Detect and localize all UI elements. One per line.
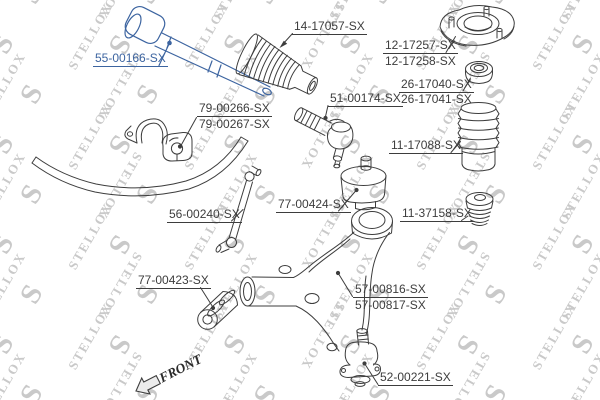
- part-label-control-arm-variant[interactable]: 57-00817-SX: [355, 298, 426, 312]
- leader-lines: [180, 33, 471, 385]
- part-label-strut-mount[interactable]: 12-17257-SX: [383, 38, 458, 54]
- ball-joint-drawing: [339, 328, 381, 387]
- part-label-stabilizer-bushing-variant[interactable]: 79-00267-SX: [199, 117, 270, 131]
- leader-dot-front-bushing: [210, 305, 216, 311]
- part-label-strut-bearing-variant[interactable]: 26-17041-SX: [401, 92, 472, 106]
- part-label-steering-rack-boot[interactable]: 14-17057-SX: [292, 19, 367, 35]
- steering-rack-boot-drawing: [235, 33, 318, 95]
- front-marker: FRONT: [135, 351, 205, 395]
- front-label: FRONT: [156, 351, 205, 386]
- stabilizer-bushing-drawing: [162, 131, 193, 162]
- strut-bearing-drawing: [464, 61, 494, 84]
- part-label-control-arm-front-bushing[interactable]: 77-00423-SX: [136, 273, 211, 289]
- strut-mount-drawing: [439, 5, 515, 47]
- control-arm-front-bushing-drawing: [197, 289, 238, 330]
- control-arm-rear-bushing-drawing: [340, 155, 387, 211]
- leader-inner-tie-rod: [158, 43, 170, 67]
- part-label-stabilizer-bushing[interactable]: 79-00266-SX: [197, 101, 272, 117]
- part-label-tie-rod-end[interactable]: 51-00174-SX: [328, 91, 403, 107]
- inner-tie-rod-drawing: [124, 5, 272, 97]
- part-label-strut-bearing[interactable]: 26-17040-SX: [399, 77, 474, 93]
- bump-stop-drawing: [465, 192, 494, 226]
- leader-dot-inner-tie-rod: [167, 40, 172, 46]
- part-label-control-arm[interactable]: 57-00816-SX: [353, 282, 428, 298]
- part-label-strut-mount-variant[interactable]: 12-17258-SX: [385, 54, 456, 68]
- control-arm-drawing: [239, 207, 393, 352]
- part-label-inner-tie-rod[interactable]: 55-00166-SX: [93, 51, 168, 67]
- tie-rod-end-drawing: [293, 107, 354, 169]
- stabilizer-bar-drawing: [31, 136, 249, 197]
- leader-arrowhead-rack-boot: [279, 40, 288, 48]
- part-label-ball-joint[interactable]: 52-00221-SX: [378, 370, 453, 386]
- part-label-bump-stop[interactable]: 11-37158-SX: [400, 206, 474, 222]
- part-label-stabilizer-link[interactable]: 56-00240-SX: [167, 207, 242, 223]
- part-label-shock-absorber-boot[interactable]: 11-17088-SX: [389, 138, 463, 154]
- leader-dot-tie-rod-end: [323, 115, 328, 121]
- part-label-control-arm-rear-bushing[interactable]: 77-00424-SX: [276, 197, 351, 213]
- stabilizer-bracket-drawing: [124, 118, 168, 145]
- shock-absorber-boot-drawing: [457, 102, 500, 172]
- front-arrow-icon: [135, 374, 162, 395]
- stabilizer-link-drawing: [215, 165, 262, 253]
